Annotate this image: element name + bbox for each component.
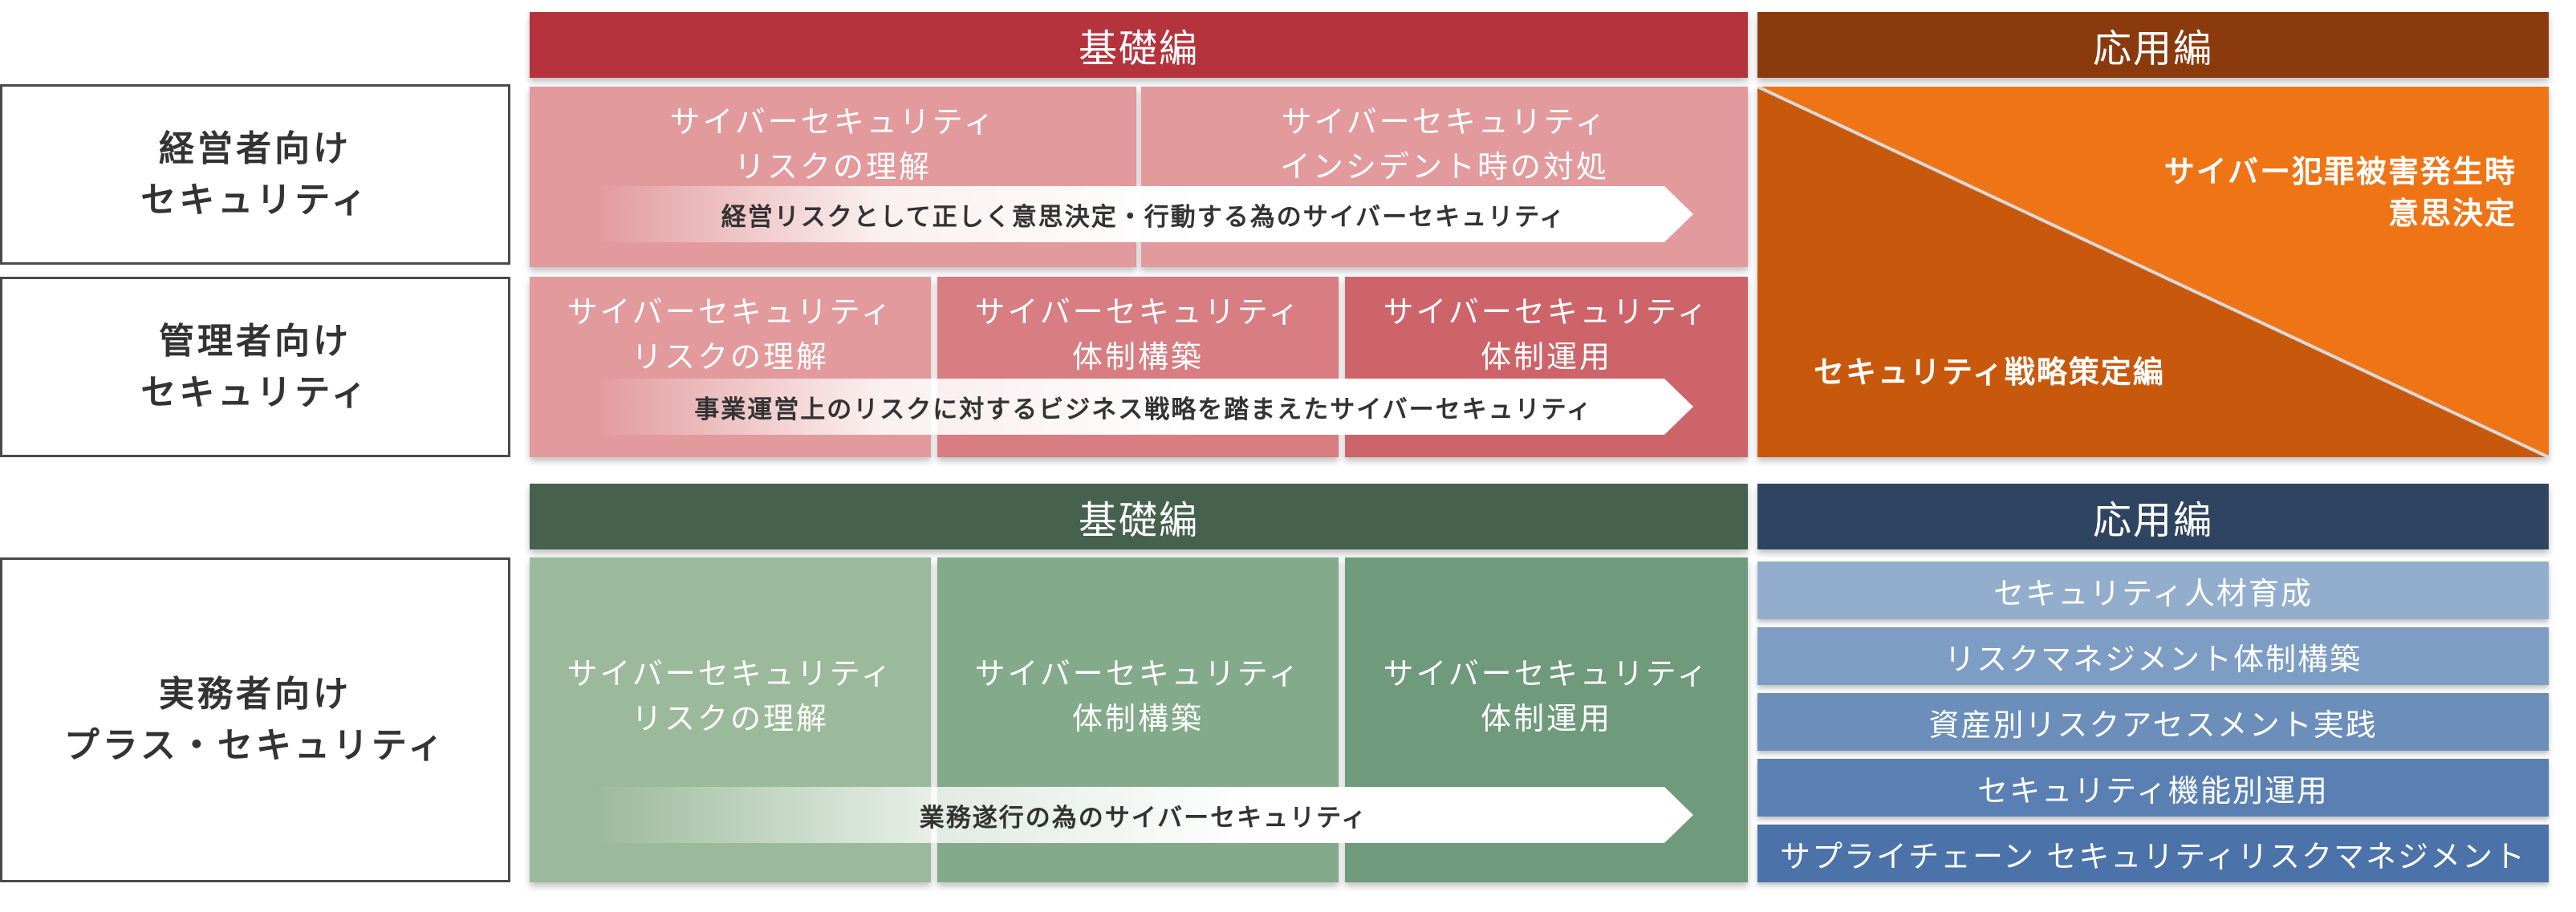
applied-upper-line: サイバー犯罪被害発生時	[2164, 154, 2517, 189]
cell-line: サイバーセキュリティ	[1383, 655, 1710, 691]
applied-item-talent: セキュリティ人材育成	[1757, 561, 2549, 619]
cell-line: 体制構築	[1071, 700, 1204, 736]
row-label-practitioner: 実務者向け プラス・セキュリティ	[0, 557, 510, 882]
cell-line: サイバーセキュリティ	[567, 655, 894, 691]
cell-line: リスクの理解	[631, 700, 829, 736]
cell-line: リスクの理解	[631, 339, 829, 375]
row-label-line: 管理者向け	[159, 320, 351, 362]
bottom-basic-header: 基礎編	[530, 484, 1748, 549]
cell-line: サイバーセキュリティ	[669, 104, 997, 140]
applied-diagonal-block: サイバー犯罪被害発生時 意思決定 セキュリティ戦略策定編	[1757, 87, 2549, 457]
row-label-line: 実務者向け	[159, 673, 351, 715]
cell-line: サイバーセキュリティ	[567, 294, 894, 330]
bottom-applied-header: 応用編	[1757, 484, 2549, 549]
row-label-line: セキュリティ	[140, 179, 370, 221]
cell-line: サイバーセキュリティ	[974, 655, 1302, 691]
cell-line: サイバーセキュリティ	[1281, 104, 1608, 140]
top-basic-header: 基礎編	[530, 12, 1748, 78]
applied-item-risk-management: リスクマネジメント体制構築	[1757, 627, 2549, 685]
diagonal-line	[1757, 87, 2549, 457]
executive-arrow: 経営リスクとして正しく意思決定・行動する為のサイバーセキュリティ	[594, 186, 1693, 242]
applied-lower-text: セキュリティ戦略策定編	[1814, 355, 2165, 390]
cell-line: リスクの理解	[733, 149, 932, 184]
row-label-executive: 経営者向け セキュリティ	[0, 84, 510, 265]
row-label-line: プラス・セキュリティ	[63, 724, 447, 766]
top-applied-header: 応用編	[1757, 12, 2549, 78]
row-label-line: セキュリティ	[140, 371, 370, 413]
applied-upper-text: サイバー犯罪被害発生時 意思決定	[2164, 151, 2517, 234]
cell-line: 体制運用	[1480, 700, 1612, 736]
applied-upper-line: 意思決定	[2387, 196, 2517, 231]
cell-line: インシデント時の対処	[1279, 149, 1609, 184]
row-label-line: 経営者向け	[159, 128, 351, 169]
applied-item-asset-assessment: 資産別リスクアセスメント実践	[1757, 693, 2549, 751]
practitioner-arrow: 業務遂行の為のサイバーセキュリティ	[594, 787, 1693, 843]
row-label-manager: 管理者向け セキュリティ	[0, 277, 510, 457]
cell-line: 体制運用	[1480, 339, 1612, 375]
applied-item-supply-chain: サプライチェーン セキュリティリスクマネジメント	[1757, 825, 2549, 882]
cell-line: サイバーセキュリティ	[974, 294, 1302, 330]
manager-arrow: 事業運営上のリスクに対するビジネス戦略を踏まえたサイバーセキュリティ	[594, 379, 1693, 435]
diagonal-split-graphic	[1757, 87, 2549, 457]
cell-line: 体制構築	[1071, 339, 1204, 375]
applied-item-function-operation: セキュリティ機能別運用	[1757, 759, 2549, 817]
cell-line: サイバーセキュリティ	[1383, 294, 1710, 330]
